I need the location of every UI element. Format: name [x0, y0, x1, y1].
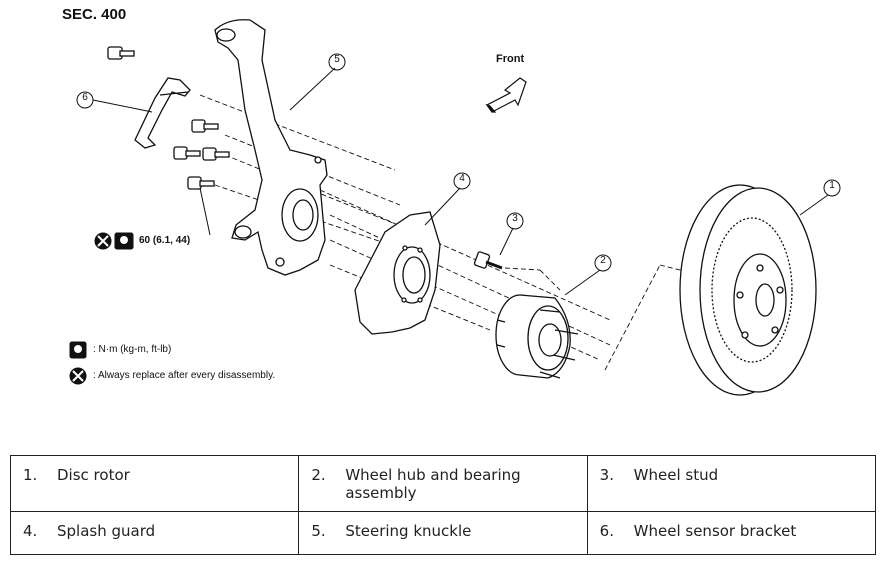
torque-symbols [69, 232, 134, 385]
table-cell: 1. Disc rotor [9, 455, 300, 512]
callout-2: 2 [600, 255, 606, 266]
callout-6: 6 [82, 92, 88, 103]
part-name: Steering knuckle [345, 522, 472, 540]
front-label: Front [496, 53, 525, 65]
callout-4: 4 [459, 173, 465, 184]
part-name: Disc rotor [57, 466, 130, 484]
part-name: Wheel sensor bracket [633, 522, 797, 540]
front-direction-arrow [485, 77, 527, 113]
wheel-hub-part [495, 294, 579, 379]
callout-3: 3 [512, 213, 518, 224]
part-name: Wheel stud [633, 466, 719, 484]
disc-rotor-part [679, 184, 817, 396]
callout-1: 1 [829, 180, 835, 191]
steering-knuckle-part [214, 19, 328, 276]
table-row: 4. Splash guard 5. Steering knuckle 6. Whee… [9, 511, 877, 555]
legend-torque-units: : N·m (kg-m, ft-lb) [93, 344, 172, 355]
table-cell: 5. Steering knuckle [298, 511, 588, 555]
exploded-view-diagram: SEC. 400 Front 60 (6.1, 44) : N·m (kg-m,… [62, 6, 841, 396]
diagram-drawing [69, 19, 841, 396]
torque-spec: 60 (6.1, 44) [139, 235, 191, 246]
part-number: 1. [23, 466, 38, 484]
part-number: 6. [599, 522, 614, 540]
callout-5: 5 [334, 54, 340, 65]
table-cell: 2. Wheel hub and bearing assembly [298, 455, 588, 512]
legend-replace-note: : Always replace after every disassembly… [93, 370, 276, 381]
callout-circles [76, 53, 841, 272]
callout-leaders [92, 67, 829, 296]
section-title: SEC. 400 [62, 6, 127, 23]
part-number: 2. [311, 466, 326, 484]
splash-guard-part [354, 211, 441, 335]
part-number: 4. [23, 522, 38, 540]
wheel-stud-part [473, 251, 503, 270]
part-number: 5. [311, 522, 326, 540]
parts-table: 1. Disc rotor 2. Wheel hub and bearing ass… [9, 455, 877, 555]
part-name: Wheel hub and bearing assembly [345, 466, 521, 502]
table-cell: 3. Wheel stud [586, 455, 877, 512]
wheel-sensor-bracket-part [134, 77, 191, 149]
table-row: 1. Disc rotor 2. Wheel hub and bearing ass… [9, 455, 877, 512]
table-cell: 4. Splash guard [9, 511, 300, 555]
table-cell: 6. Wheel sensor bracket [586, 511, 877, 555]
knuckle-bolts-part [107, 46, 230, 190]
part-number: 3. [599, 466, 614, 484]
part-name: Splash guard [57, 522, 156, 540]
